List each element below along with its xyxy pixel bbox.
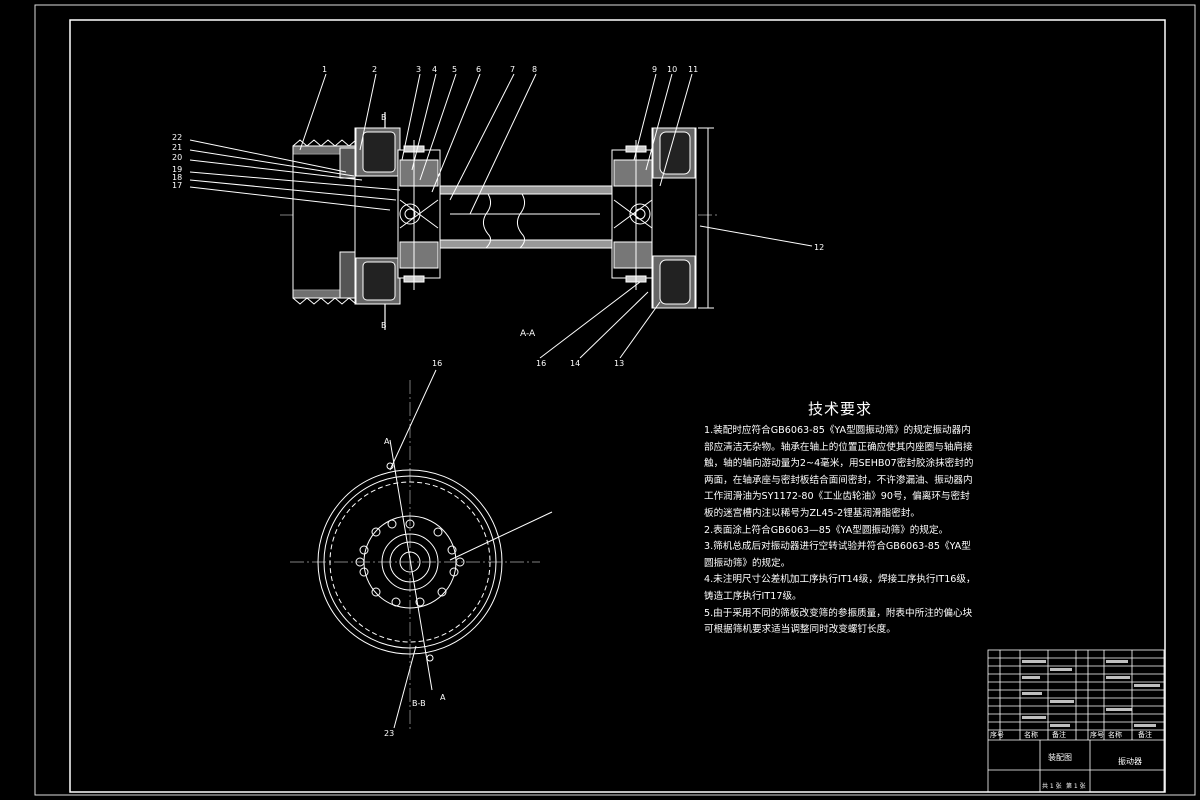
- balloon-23-view: 23: [384, 729, 394, 738]
- balloon-3: 3: [416, 65, 421, 74]
- view-label-b-b: B-B: [412, 699, 426, 708]
- section-mark-b-top: B: [381, 113, 387, 122]
- title-block-text: 序号 名称 备注 序号 名称 备注 装配图 振动器 共 1 张 第 1 张: [990, 730, 1152, 790]
- balloon-16-view: 16: [432, 359, 442, 368]
- balloon-8: 8: [532, 65, 537, 74]
- drawing-name: 装配图: [1048, 752, 1072, 762]
- balloon-4: 4: [432, 65, 437, 74]
- header-col-1: 序号: [990, 730, 1004, 739]
- balloon-7: 7: [510, 65, 515, 74]
- header-col-5: 名称: [1108, 730, 1122, 739]
- sheet-number: 第 1 张: [1066, 782, 1086, 790]
- section-view-b-b: [290, 369, 553, 730]
- technical-requirements-title: 技术要求: [807, 400, 872, 418]
- requirement-item-1: 1.装配时应符合GB6063-85《YA型圆振动筛》的规定振动器内部应清洁无杂物…: [704, 425, 974, 519]
- header-col-2: 名称: [1024, 730, 1038, 739]
- balloon-21: 21: [172, 143, 182, 152]
- requirement-item-5: 5.由于采用不同的筛板改变筛的参振质量，附表中所注的偏心块可根据筛机要求适当调整…: [704, 607, 973, 636]
- requirement-item-3: 3.筛机总成后对振动器进行空转试验并符合GB6063-85《YA型圆振动筛》的规…: [704, 541, 971, 569]
- balloon-12: 12: [814, 243, 824, 252]
- header-col-4: 序号: [1090, 730, 1104, 739]
- inner-frame: [69, 19, 1166, 793]
- balloon-19: 19: [172, 165, 182, 174]
- balloons-top: 1 2 3 4 5 6 7 8 9 10 11: [322, 65, 698, 74]
- section-label-a-a: A-A: [520, 329, 536, 339]
- balloon-1: 1: [322, 65, 327, 74]
- title-block: [987, 649, 1165, 793]
- technical-requirements: 技术要求 1.装配时应符合GB6063-85《YA型圆振动筛》的规定振动器内部应…: [704, 398, 976, 639]
- requirement-item-4: 4.未注明尺寸公差机加工序执行IT14级，焊接工序执行IT16级，铸造工序执行I…: [704, 574, 976, 602]
- assembly-name: 振动器: [1118, 756, 1142, 766]
- bolt-circle: [355, 519, 465, 607]
- sheet-count: 共 1 张: [1042, 782, 1062, 790]
- balloon-6: 6: [476, 65, 481, 74]
- parts-list-fill: [1022, 660, 1160, 727]
- balloon-22: 22: [172, 133, 182, 142]
- section-mark-a-top: A: [384, 437, 390, 446]
- outer-frame: [34, 4, 1196, 796]
- balloon-9: 9: [652, 65, 657, 74]
- balloon-18: 18: [172, 173, 182, 182]
- balloon-5: 5: [452, 65, 457, 74]
- balloons-bottom: 16 14 13: [536, 359, 624, 368]
- balloon-10: 10: [667, 65, 677, 74]
- balloon-11: 11: [688, 65, 698, 74]
- header-col-3: 备注: [1052, 730, 1066, 739]
- balloon-17: 17: [172, 181, 182, 190]
- requirement-item-2: 2.表面涂上符合GB6063—85《YA型圆振动筛》的规定。: [704, 524, 949, 536]
- balloon-14: 14: [570, 359, 580, 368]
- balloon-16: 16: [536, 359, 546, 368]
- header-col-6: 备注: [1138, 730, 1152, 739]
- balloon-13: 13: [614, 359, 624, 368]
- balloon-20: 20: [172, 153, 182, 162]
- section-mark-b-bottom: B: [381, 321, 387, 330]
- balloon-2: 2: [372, 65, 377, 74]
- section-view-a-a: [189, 73, 813, 359]
- section-mark-a-bottom: A: [440, 693, 446, 702]
